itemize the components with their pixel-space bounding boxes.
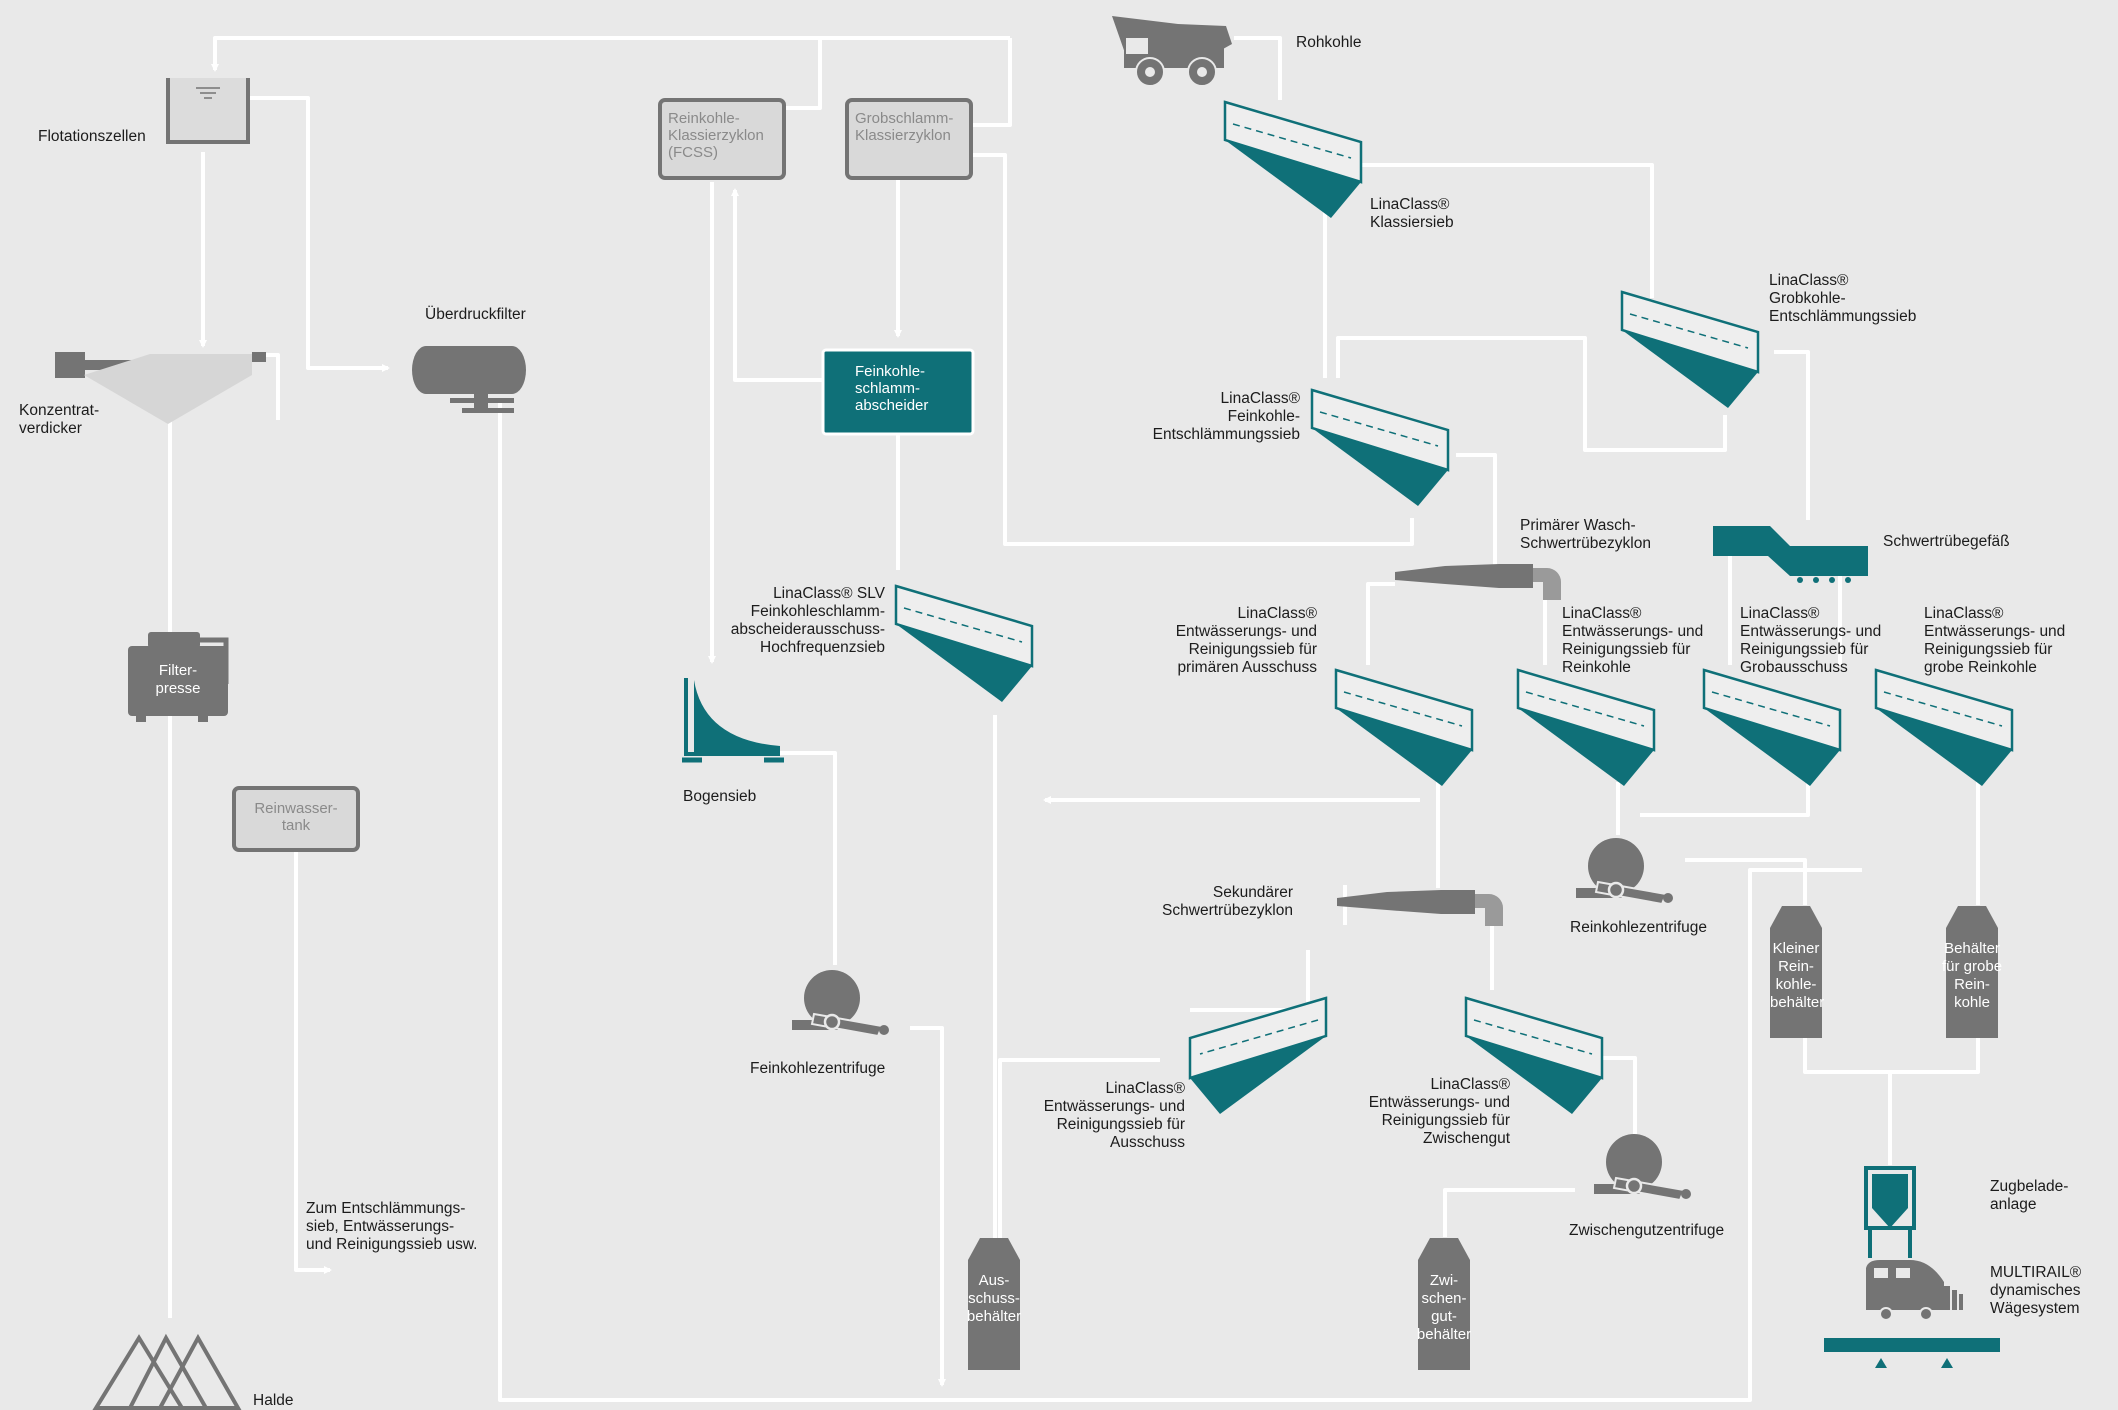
flow-line <box>1234 36 1282 100</box>
centrifuge-icon-feinkohle <box>790 968 891 1038</box>
screen-icon-grobausschuss <box>1702 668 1842 788</box>
flow-line <box>1774 350 1810 520</box>
thickener-icon <box>55 352 266 424</box>
flow-line <box>910 1026 946 1387</box>
label-multirail: MULTIRAIL® dynamisches Wägesystem <box>1990 1264 2082 1317</box>
box-label-reinwassertank: Reinwasser- tank <box>254 800 338 834</box>
vessel-label-ausschuss: Aus- schuss- behälter <box>966 1272 1022 1325</box>
label-sekundaer-zyklon: Sekundärer Schwertrübezyklon <box>1162 884 1293 919</box>
label-klassiersieb: LinaClass® Klassiersieb <box>1370 196 1454 231</box>
label-bogensieb: Bogensieb <box>683 788 757 805</box>
flow-line <box>211 36 1010 72</box>
flow-line <box>1340 163 1654 298</box>
box-label-fcss: Reinkohle- Klassierzyklon (FCSS) <box>668 110 764 161</box>
stockpile-icon <box>92 1333 242 1410</box>
screen-icon-klassiersieb <box>1223 100 1363 220</box>
hopper-icon <box>1864 1166 1916 1258</box>
flow-line <box>498 400 1862 1402</box>
flotation-cell-icon <box>166 78 250 144</box>
flow-line <box>785 36 822 110</box>
label-zum-entschlaemmungssieb: Zum Entschlämmungs- sieb, Entwässerungs-… <box>306 1200 478 1253</box>
flow-lines <box>168 36 1980 1402</box>
flow-line <box>970 153 1414 546</box>
screen-icon-slv <box>894 584 1034 704</box>
flow-line <box>998 1058 1160 1250</box>
box-grobschlamm <box>845 98 973 180</box>
screen-icon-ausschuss <box>1188 996 1328 1114</box>
label-reinkohlezentrifuge: Reinkohlezentrifuge <box>1570 919 1708 936</box>
screen-icon-grobkohle <box>1620 290 1760 410</box>
label-zwischengutzentrifuge: Zwischengutzentrifuge <box>1569 1222 1725 1239</box>
vessel-label-grobe-reinkohle: Behälter für grobe Rein- kohle <box>1942 940 2003 1011</box>
box-label-feinkohleschlamm: Feinkohle- schlamm- abscheider <box>855 363 929 414</box>
label-grobkohle-sieb: LinaClass® Grobkohle- Entschlämmungssieb <box>1769 272 1917 325</box>
cyclone-icon-primaer <box>1395 564 1561 600</box>
pressure-filter-icon <box>412 346 526 413</box>
flow-line <box>1685 858 1807 905</box>
filter-press-icon <box>128 632 229 722</box>
flow-line <box>1443 1188 1575 1237</box>
label-feinkohle-sieb: LinaClass® Feinkohle- Entschlämmungssieb <box>1152 390 1300 443</box>
label-rohkohle: Rohkohle <box>1296 34 1362 51</box>
flow-line <box>1456 453 1497 565</box>
screen-icon-feinkohle <box>1310 388 1450 508</box>
screen-icon-primaer-ausschuss <box>1334 668 1474 788</box>
label-sieb-ausschuss: LinaClass® Entwässerungs- und Reinigungs… <box>1043 1080 1185 1151</box>
label-sieb-zwischengut: LinaClass® Entwässerungs- und Reinigungs… <box>1368 1076 1510 1147</box>
label-schwertruebegefaess: Schwertrübegefäß <box>1883 533 2010 550</box>
label-sieb-grobausschuss: LinaClass® Entwässerungs- und Reinigungs… <box>1740 605 1882 676</box>
box-reinwassertank <box>232 786 360 852</box>
box-label-grobschlamm: Grobschlamm- Klassierzyklon <box>855 110 954 144</box>
label-sieb-primaer-ausschuss: LinaClass® Entwässerungs- und Reinigungs… <box>1175 605 1317 676</box>
flow-line <box>263 353 280 420</box>
flow-line <box>731 188 823 382</box>
label-primaer-zyklon: Primärer Wasch- Schwertrübezyklon <box>1520 517 1651 552</box>
centrifuge-icon-reinkohle <box>1574 836 1675 906</box>
label-sieb-grobe-reinkohle: LinaClass® Entwässerungs- und Reinigungs… <box>1924 605 2066 676</box>
flow-line <box>1336 336 1727 452</box>
box-feinkohleschlamm <box>821 348 975 436</box>
heavy-medium-vessel-icon <box>1713 526 1868 583</box>
flow-line <box>970 38 1012 127</box>
flow-line <box>780 751 837 965</box>
bow-screen-icon <box>682 678 784 763</box>
label-zugbeladeanlage: Zugbelade- anlage <box>1990 1178 2069 1213</box>
vessel-label-kleiner-reinkohlebehaelter: Kleiner Rein- kohle- behälter <box>1770 940 1825 1011</box>
label-ueberdruckfilter: Überdruckfilter <box>425 306 526 323</box>
screen-icon-grobe-reinkohle <box>1874 668 2014 788</box>
train-icon <box>1824 1260 2000 1368</box>
dump-truck-icon <box>1112 16 1232 87</box>
flow-line <box>1366 582 1395 665</box>
flow-line <box>294 850 332 1274</box>
vessel-label-zwischengut: Zwi- schen- gut- behälter <box>1416 1272 1472 1343</box>
screen-icon-reinkohle <box>1516 668 1656 788</box>
flow-line <box>1190 950 1310 1012</box>
label-sieb-reinkohle: LinaClass® Entwässerungs- und Reinigungs… <box>1562 605 1704 676</box>
label-flotationszellen: Flotationszellen <box>38 128 146 145</box>
vessel-label-filterpresse: Filter- presse <box>155 662 201 697</box>
flow-line <box>1640 782 1810 817</box>
box-fcss <box>658 98 786 180</box>
label-feinkohlezentrifuge: Feinkohlezentrifuge <box>750 1060 886 1077</box>
label-konzentratverdicker: Konzentrat- verdicker <box>19 402 100 437</box>
label-slv-sieb: LinaClass® SLV Feinkohleschlamm- abschei… <box>730 585 885 656</box>
flow-line <box>1803 1037 1980 1074</box>
centrifuge-icon-zwischengut <box>1592 1132 1693 1202</box>
flow-line <box>248 96 390 372</box>
label-halde: Halde <box>253 1392 294 1409</box>
cyclone-icon-sekundaer <box>1337 890 1503 926</box>
